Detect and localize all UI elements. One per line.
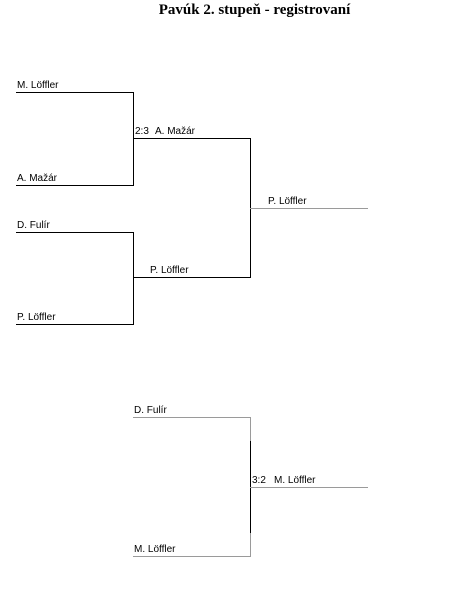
- bracket-connector: [250, 417, 251, 441]
- bracket-line: [250, 487, 368, 488]
- bracket-line: [133, 277, 250, 278]
- page-title: Pavúk 2. stupeň - registrovaní: [158, 2, 351, 18]
- bracket-slot-top-r1-3: D. Fulír: [17, 220, 50, 231]
- bracket-slot-bottom-r1-1: D. Fulír: [134, 405, 167, 416]
- bracket-slot-top-r2-1: A. Mažár: [155, 126, 196, 137]
- bracket-line: [16, 185, 133, 186]
- bracket-connector: [133, 92, 134, 186]
- bracket-line: [16, 324, 133, 325]
- bracket-line: [133, 417, 250, 418]
- bracket-line: [16, 232, 133, 233]
- match-score: 3:2: [252, 475, 266, 486]
- bracket-line: [250, 208, 368, 209]
- bracket-connector: [133, 232, 134, 325]
- bracket-slot-top-r2-2: P. Löffler: [150, 265, 189, 276]
- bracket-connector: [250, 533, 251, 557]
- bracket-slot-bottom-r1-2: M. Löffler: [134, 544, 176, 555]
- bracket-slot-top-r1-1: M. Löffler: [17, 80, 59, 91]
- bracket-winner-top: P. Löffler: [268, 196, 307, 207]
- bracket-line: [133, 138, 250, 139]
- bracket-line: [133, 556, 250, 557]
- bracket-slot-top-r1-4: P. Löffler: [17, 312, 56, 323]
- bracket-winner-bottom: M. Löffler: [274, 475, 316, 486]
- match-score: 2:3: [135, 126, 149, 137]
- bracket-slot-top-r1-2: A. Mažár: [17, 173, 58, 184]
- bracket-line: [16, 92, 133, 93]
